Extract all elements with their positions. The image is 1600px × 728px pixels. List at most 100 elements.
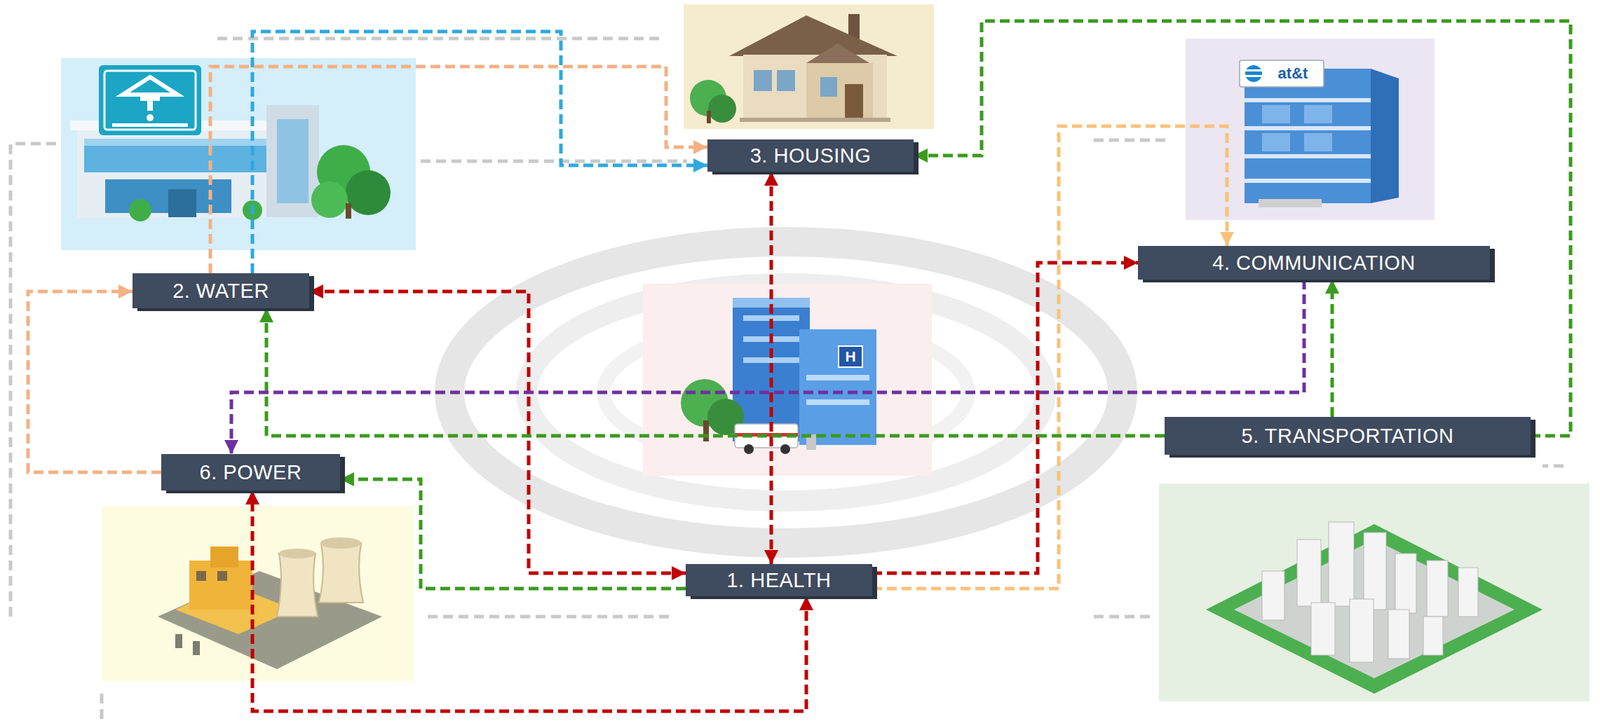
grey-dependency-lines-part xyxy=(10,143,57,618)
power-plant-picture-part xyxy=(102,506,414,682)
house-picture-part xyxy=(706,110,711,124)
city-picture xyxy=(1158,483,1590,702)
dependency-arrow xyxy=(252,490,807,712)
telecom-building-picture-part xyxy=(1244,126,1371,131)
house-picture-part xyxy=(683,4,934,130)
sector-label-bar: 2. WATER xyxy=(132,273,310,309)
city-picture-part xyxy=(1158,483,1590,702)
sector-name: 2. WATER xyxy=(172,279,270,303)
telecom-building-picture-part xyxy=(1185,38,1435,221)
dependency-arrow xyxy=(266,308,1165,437)
grey-dependency-lines-part xyxy=(1093,138,1171,143)
sector-label-bar: 3. HOUSING xyxy=(707,139,914,172)
house-picture-part xyxy=(708,94,737,123)
city-picture-part xyxy=(1388,609,1410,660)
water-plant-picture-part xyxy=(122,77,178,95)
telecom-building-picture-part xyxy=(1244,68,1371,204)
grey-dependency-lines-part xyxy=(420,159,688,164)
water-plant-picture-part xyxy=(146,114,154,122)
sector-name: 3. HOUSING xyxy=(750,144,872,168)
city-picture-part xyxy=(1363,532,1387,610)
sector-label-bar: 1. HEALTH xyxy=(685,564,873,597)
city-picture-part xyxy=(1297,539,1321,607)
telecom-building-picture-part xyxy=(1304,105,1333,124)
house-picture-part xyxy=(739,117,891,122)
telecom-building-picture-part xyxy=(1244,178,1371,183)
power-plant-picture-part xyxy=(175,634,183,649)
water-plant-picture-part xyxy=(276,119,309,204)
power-plant-picture-part xyxy=(192,641,200,656)
hospital-picture-part xyxy=(642,283,932,477)
city-picture-part xyxy=(1205,524,1543,695)
company-logo-text: at&t xyxy=(1263,61,1323,86)
sector-name: 5. TRANSPORTATION xyxy=(1241,424,1455,449)
grey-dependency-lines-part xyxy=(427,615,674,620)
power-plant-picture-part xyxy=(279,548,316,559)
water-plant-picture-part xyxy=(311,181,348,219)
city-picture-part xyxy=(1458,567,1479,618)
telecom-building-picture-part xyxy=(1245,75,1263,78)
water-plant-picture-part xyxy=(98,65,202,136)
sector-label-bar: 5. TRANSPORTATION xyxy=(1164,417,1531,456)
city-picture-part xyxy=(1395,553,1417,614)
telecom-building-picture-part xyxy=(1244,98,1371,103)
power-plant-picture-part xyxy=(210,546,239,568)
power-plant-picture-part xyxy=(196,571,207,582)
house-picture-part xyxy=(806,63,873,120)
power-plant-picture-part xyxy=(320,537,362,549)
center-rings-part xyxy=(449,241,1123,544)
hospital-picture-part xyxy=(780,444,791,455)
city-picture-part xyxy=(1328,522,1354,607)
city-picture-part xyxy=(1311,602,1335,656)
water-plant-picture-part xyxy=(112,123,188,127)
water-plant-picture-part xyxy=(266,105,320,218)
power-plant-picture-part xyxy=(217,571,228,582)
city-picture-part xyxy=(1426,560,1448,618)
power-plant-picture-part xyxy=(189,560,253,610)
dependency-arrow xyxy=(769,171,774,565)
hospital-picture xyxy=(642,283,932,477)
hospital-sign-letter: H xyxy=(839,347,862,367)
water-plant-picture-part xyxy=(140,92,160,101)
dependency-arrow xyxy=(340,479,686,589)
hospital-sign-letter: H xyxy=(844,348,856,366)
sector-name: 4. COMMUNICATION xyxy=(1212,251,1415,275)
house-picture-part xyxy=(806,43,870,64)
power-plant-picture-part xyxy=(276,553,318,618)
water-plant-picture-part xyxy=(147,100,153,111)
hospital-picture-part xyxy=(806,375,870,381)
water-plant-picture-part xyxy=(345,170,391,216)
dependency-arrow xyxy=(1330,279,1335,418)
house-picture-part xyxy=(820,77,838,97)
grey-dependency-lines-part xyxy=(217,37,660,41)
telecom-building-picture xyxy=(1185,38,1435,221)
house-picture-part xyxy=(844,84,864,120)
telecom-building-picture-part xyxy=(1239,60,1324,87)
city-picture-part xyxy=(1423,617,1443,656)
telecom-building-picture-part xyxy=(1244,154,1371,159)
water-plant-picture-part xyxy=(129,199,152,222)
grey-dependency-lines xyxy=(10,38,1564,723)
house-picture-part xyxy=(729,15,898,57)
hospital-picture-part xyxy=(806,399,870,406)
hospital-picture-part xyxy=(743,444,754,455)
sector-label-bar: 6. POWER xyxy=(161,454,341,491)
hospital-picture-part xyxy=(703,420,709,442)
grey-dependency-lines-part xyxy=(1542,464,1564,469)
dependency-arrow xyxy=(309,291,686,574)
house-picture xyxy=(683,4,934,130)
telecom-building-picture-part xyxy=(1370,68,1399,204)
power-plant-picture xyxy=(102,506,414,682)
sector-label-bar: 4. COMMUNICATION xyxy=(1137,246,1490,280)
water-plant-picture-part xyxy=(168,189,197,218)
sector-name: 1. HEALTH xyxy=(726,569,831,593)
telecom-building-picture-part xyxy=(1262,105,1291,124)
dependency-arrow xyxy=(872,126,1227,589)
house-picture-part xyxy=(743,54,887,120)
water-plant-picture-part xyxy=(104,70,196,130)
dependency-arrow xyxy=(913,21,1571,437)
dependency-arrow xyxy=(231,279,1305,455)
hospital-picture-part xyxy=(799,329,877,446)
